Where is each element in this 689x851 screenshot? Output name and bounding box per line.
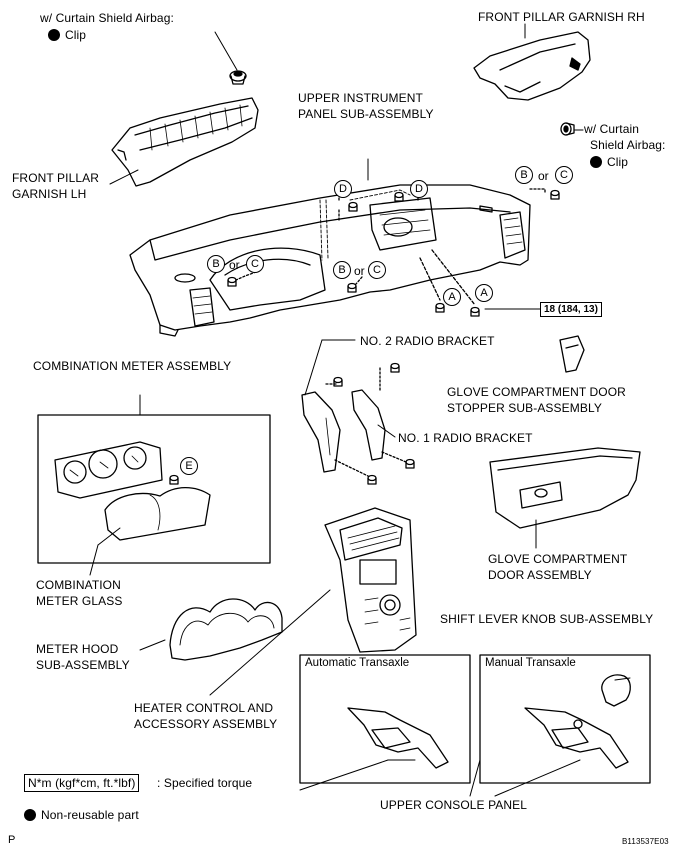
meter-hood-label-1: METER HOOD	[36, 642, 119, 656]
torque-legend-box: N*m (kgf*cm, ft.*lbf)	[24, 774, 140, 792]
non-reusable-dot-icon	[590, 156, 602, 168]
upper-console-automatic-part	[347, 707, 449, 769]
meter-glass-label-2: METER GLASS	[36, 594, 123, 608]
or-label: or	[354, 264, 365, 278]
upper-ip-label-1: UPPER INSTRUMENT	[298, 91, 423, 105]
front-pillar-rh-label: FRONT PILLAR GARNISH RH	[478, 10, 645, 24]
screw-bc-right-icon	[550, 189, 560, 200]
combination-meter-part	[54, 441, 163, 499]
combination-meter-label: COMBINATION METER ASSEMBLY	[33, 359, 232, 373]
glove-door-part	[489, 447, 641, 529]
automatic-transaxle-box	[299, 654, 471, 784]
bolt-a1-icon	[435, 302, 445, 313]
marker-a: A	[443, 288, 461, 306]
manual-transaxle-box	[479, 654, 651, 784]
panel-screws	[227, 187, 560, 317]
curtain-airbag-right-label-2: Shield Airbag:	[590, 138, 666, 152]
no2-radio-bracket-part	[301, 376, 377, 485]
no2-radio-bracket-label: NO. 2 RADIO BRACKET	[360, 334, 495, 348]
front-pillar-lh-label-1: FRONT PILLAR	[12, 171, 99, 185]
front-pillar-garnish-rh-part	[473, 31, 591, 101]
torque-value-box: 18 (184, 13)	[540, 302, 602, 317]
screw-bc-left-icon	[227, 276, 237, 287]
marker-a: A	[475, 284, 493, 302]
marker-e: E	[180, 457, 198, 475]
clip-right-label: Clip	[590, 154, 628, 170]
combination-meter-box	[37, 414, 271, 564]
upper-console-manual-part	[524, 707, 629, 769]
non-reusable-dot-icon	[48, 29, 60, 41]
meter-hood-part	[169, 598, 283, 661]
meter-glass-label-1: COMBINATION	[36, 578, 121, 592]
page-letter: P	[8, 834, 16, 846]
combination-meter-glass-part	[104, 486, 211, 541]
marker-d: D	[410, 180, 428, 198]
heater-control-label-2: ACCESSORY ASSEMBLY	[134, 717, 278, 731]
glove-stopper-label-1: GLOVE COMPARTMENT DOOR	[447, 385, 626, 399]
bolt-a2-icon	[470, 306, 480, 317]
automatic-transaxle-label: Automatic Transaxle	[305, 657, 410, 669]
curtain-clip-top-icon	[229, 70, 247, 85]
manual-transaxle-label: Manual Transaxle	[485, 657, 576, 669]
screw-d1-icon	[348, 201, 358, 212]
marker-c: C	[368, 261, 386, 279]
clip-top-label: Clip	[48, 27, 86, 43]
clip-e-icon	[169, 474, 179, 485]
meter-hood-label-2: SUB-ASSEMBLY	[36, 658, 130, 672]
front-pillar-garnish-lh-part	[111, 97, 259, 187]
figure-code: B113537E03	[622, 837, 669, 846]
torque-legend-text: : Specified torque	[157, 776, 253, 790]
marker-b: B	[207, 255, 225, 273]
clip-right-text: Clip	[607, 155, 629, 169]
screw-d2-icon	[394, 191, 404, 202]
no1-radio-bracket-label: NO. 1 RADIO BRACKET	[398, 431, 533, 445]
glove-stopper-label-2: STOPPER SUB-ASSEMBLY	[447, 401, 602, 415]
glove-door-label-1: GLOVE COMPARTMENT	[488, 552, 628, 566]
screw-bc-mid-icon	[347, 282, 357, 293]
leader-lines	[89, 23, 631, 797]
glove-stopper-part	[559, 335, 585, 373]
shift-knob-part	[601, 674, 631, 707]
curtain-airbag-top-label: w/ Curtain Shield Airbag:	[40, 11, 174, 25]
upper-ip-label-2: PANEL SUB-ASSEMBLY	[298, 107, 434, 121]
or-label: or	[538, 169, 549, 183]
clip-top-text: Clip	[65, 28, 87, 42]
curtain-airbag-right-label-1: w/ Curtain	[584, 122, 640, 136]
curtain-clip-right-icon	[560, 122, 575, 136]
upper-instrument-panel-part	[129, 184, 531, 337]
or-label: or	[229, 258, 240, 272]
non-reusable-legend: Non-reusable part	[24, 807, 139, 823]
no1-radio-bracket-part	[351, 362, 415, 469]
non-reusable-text: Non-reusable part	[41, 808, 139, 822]
marker-b: B	[515, 166, 533, 184]
heater-control-part	[324, 507, 417, 653]
marker-c: C	[246, 255, 264, 273]
marker-c: C	[555, 166, 573, 184]
glove-door-label-2: DOOR ASSEMBLY	[488, 568, 592, 582]
front-pillar-lh-label-2: GARNISH LH	[12, 187, 87, 201]
non-reusable-dot-icon	[24, 809, 36, 821]
marker-b: B	[333, 261, 351, 279]
heater-control-label-1: HEATER CONTROL AND	[134, 701, 274, 715]
shift-knob-label: SHIFT LEVER KNOB SUB-ASSEMBLY	[440, 612, 654, 626]
upper-console-label: UPPER CONSOLE PANEL	[380, 798, 528, 812]
marker-d: D	[334, 180, 352, 198]
